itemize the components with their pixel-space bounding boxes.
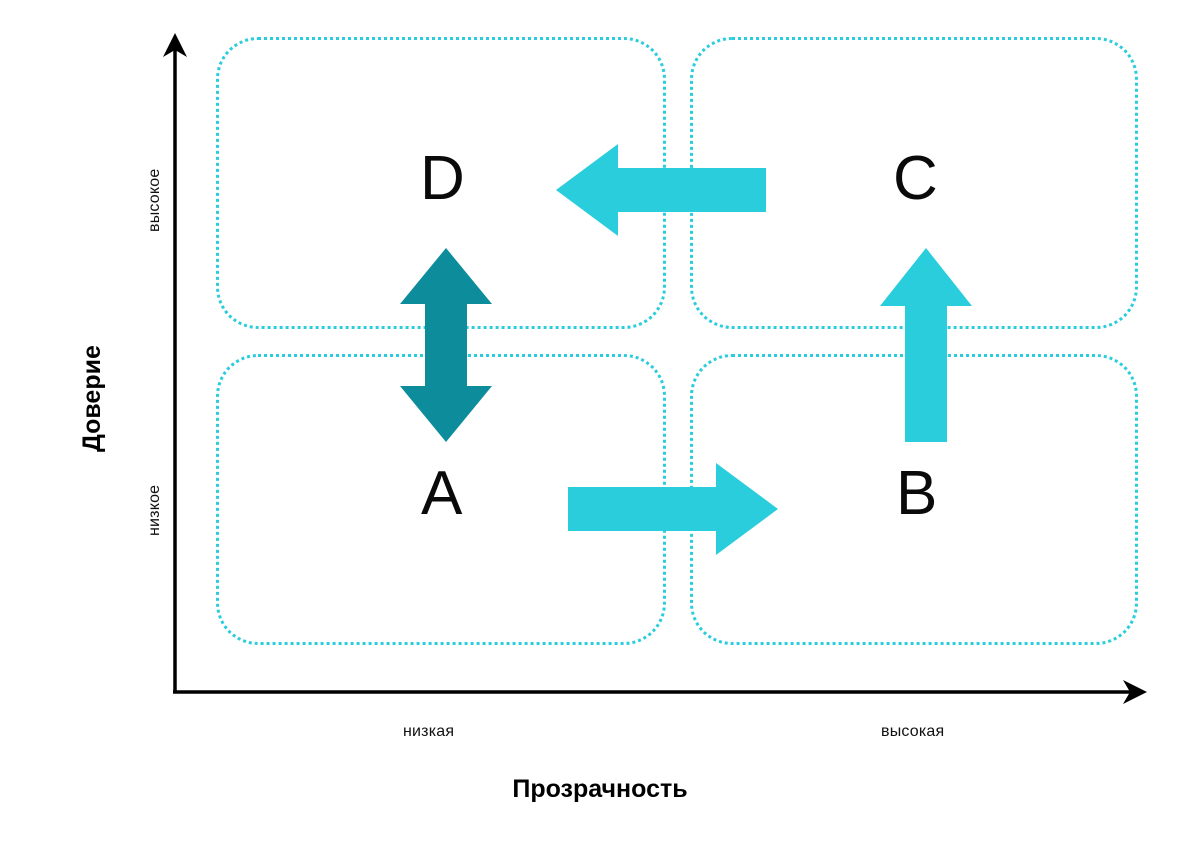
y-axis-tick-high: высокое — [146, 168, 163, 232]
quadrant-label-c: C — [893, 144, 938, 213]
x-axis-arrowhead — [1123, 680, 1147, 704]
x-axis-tick-high: высокая — [881, 723, 945, 740]
x-axis-tick-low: низкая — [403, 723, 455, 740]
quadrant-label-a: A — [421, 459, 463, 528]
y-axis-tick-low: низкое — [146, 484, 163, 536]
y-axis-arrowhead — [163, 33, 187, 57]
quadrant-label-d: D — [420, 144, 465, 213]
y-axis-title: Доверие — [78, 345, 106, 452]
x-axis-title: Прозрачность — [512, 775, 688, 803]
quadrant-label-b: B — [896, 459, 938, 528]
